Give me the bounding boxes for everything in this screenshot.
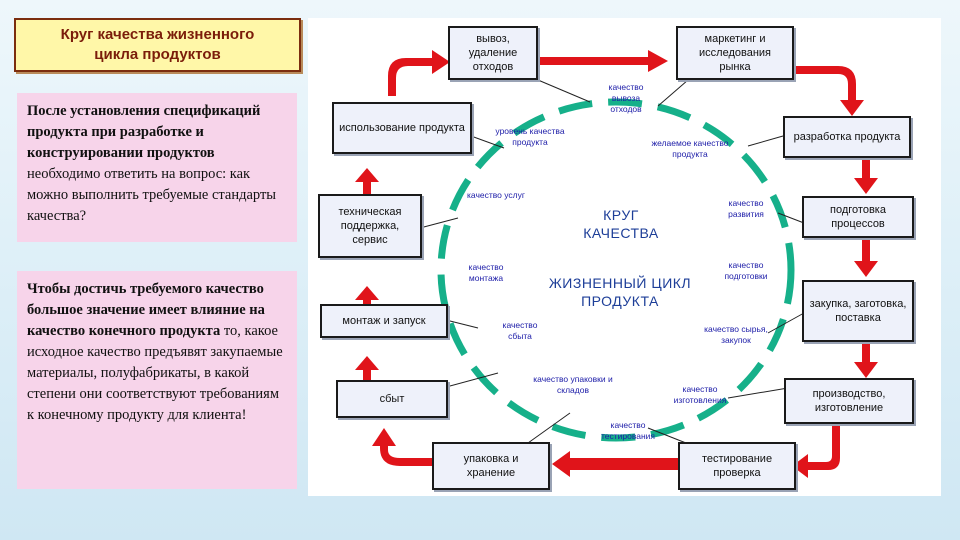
node-support: техническая поддержка, сервис [318,194,422,258]
label-quality-sales: качество сбыта [502,320,538,341]
center-line-4: ПРОДУКТА [581,293,659,309]
text-box-specification: После установления спецификаций продукта… [17,93,297,242]
arrow-support-usage [355,168,379,196]
text1-bold: После установления спецификаций продукта… [27,103,261,161]
node-development: разработка продукта [783,116,911,158]
center-line-1: КРУГ [603,207,639,223]
node-usage: использование продукта [332,102,472,154]
arrow-purchase-production [854,342,878,378]
label-quality-manufacturing: качество изготовления [673,384,727,405]
arrow-packaging-sales [372,428,433,466]
text1-normal: необходимо ответить на вопрос: как можно… [27,166,277,224]
node-sales: сбыт [336,380,448,418]
center-title-bottom: ЖИЗНЕННЫЙ ЦИКЛ ПРОДУКТА [530,274,710,310]
title-line-2: цикла продуктов [94,46,221,63]
arrow-marketing-development [795,66,864,116]
node-packaging: упаковка и хранение [432,442,550,490]
arrow-preparation-purchase [854,240,878,277]
text2-normal: то, какое исходное качество предъявят за… [27,323,283,423]
text2-bold: Чтобы достичь требуемого качество большо… [27,281,265,339]
label-quality-services: качество услуг [467,190,525,200]
center-line-2: КАЧЕСТВА [583,225,659,241]
arrow-testing-packaging [552,451,678,477]
node-installation: монтаж и запуск [320,304,448,338]
title-line-1: Круг качества жизненного [60,26,255,43]
label-quality-preparation: качество подготовки [724,260,768,281]
label-quality-usage: уровень качества продукта [495,126,565,147]
label-quality-disposal: качество вывоза отходов [608,82,644,114]
label-quality-packaging: качество упаковки и складов [533,374,613,395]
label-quality-materials: качество сырья, закупок [704,324,768,345]
label-quality-testing: качество тестирования [600,420,656,441]
red-arrows [355,50,878,478]
connector-lines [412,79,805,444]
arrow-development-preparation [854,158,878,194]
ring-and-connectors [412,79,805,444]
label-quality-development: качество развития [728,198,764,219]
node-marketing: маркетинг и исследования рынка [676,26,794,80]
arrow-production-testing [792,423,840,478]
center-title-top: КРУГ КАЧЕСТВА [556,206,686,242]
quality-ring [437,98,795,442]
arrow-sales-installation [355,356,379,384]
node-purchase: закупка, заготовка, поставка [802,280,914,342]
arrow-disposal-marketing [536,50,668,72]
label-quality-installation: качество монтажа [468,262,504,283]
arrow-installation-support [355,286,379,314]
text-box-quality: Чтобы достичь требуемого качество большо… [17,271,297,489]
node-preparation: подготовка процессов [802,196,914,238]
title-box: Круг качества жизненного цикла продуктов [14,18,301,72]
center-line-3: ЖИЗНЕННЫЙ ЦИКЛ [548,275,692,291]
node-production: производство, изготовление [784,378,914,424]
node-disposal: вывоз, удаление отходов [448,26,538,80]
node-testing: тестирование проверка [678,442,796,490]
arrow-usage-disposal [388,50,450,96]
quality-circle-diagram: вывоз, удаление отходов маркетинг и иссл… [308,18,941,496]
label-quality-desired: желаемое качество продукта [651,138,729,159]
